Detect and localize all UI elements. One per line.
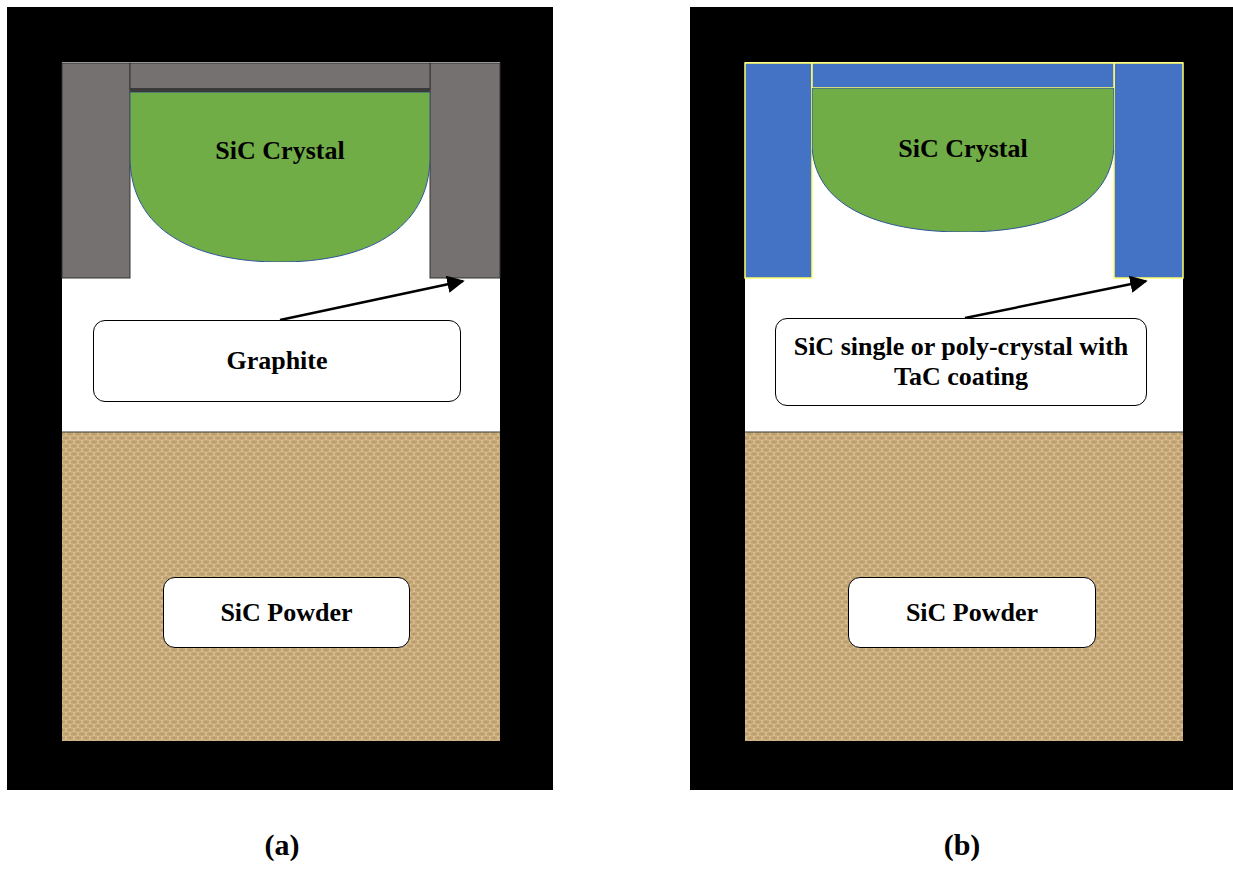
- tac-coated-holder: [745, 63, 812, 278]
- graphite-holder: [62, 63, 130, 278]
- crystal-outline: [130, 92, 430, 262]
- crucible-b: [690, 7, 1233, 790]
- callout-text: SiC Powder: [906, 598, 1038, 628]
- powder-region: [62, 432, 500, 741]
- callout-text: SiC Powder: [220, 598, 352, 628]
- sic-crystal: [130, 92, 430, 262]
- crucible-a: [7, 7, 553, 790]
- crystal-label: SiC Crystal: [898, 134, 1027, 164]
- callout-box: SiC Powder: [163, 577, 410, 648]
- sic-crystal: [812, 88, 1114, 232]
- callout-text: SiC single or poly-crystal with TaC coat…: [790, 332, 1132, 392]
- panel-label: (a): [265, 828, 300, 862]
- tac-coated-holder: [1114, 63, 1183, 278]
- callout-text: Graphite: [226, 346, 327, 376]
- graphite-holder: [430, 63, 500, 278]
- callout-box: Graphite: [93, 320, 461, 402]
- crystal-shape: SiC Crystal: [812, 88, 1114, 232]
- leader-arrow: [965, 281, 1146, 318]
- crystal-shape: SiC Crystal: [130, 92, 430, 262]
- callout-box: SiC single or poly-crystal with TaC coat…: [775, 318, 1147, 406]
- callout-box: SiC Powder: [848, 577, 1096, 648]
- graphite-lid: [130, 63, 430, 89]
- crystal-label: SiC Crystal: [215, 136, 344, 166]
- panel-label: (b): [944, 828, 981, 862]
- leader-arrow: [280, 281, 463, 320]
- powder-region: [745, 432, 1183, 741]
- tac-coated-lid: [812, 63, 1114, 88]
